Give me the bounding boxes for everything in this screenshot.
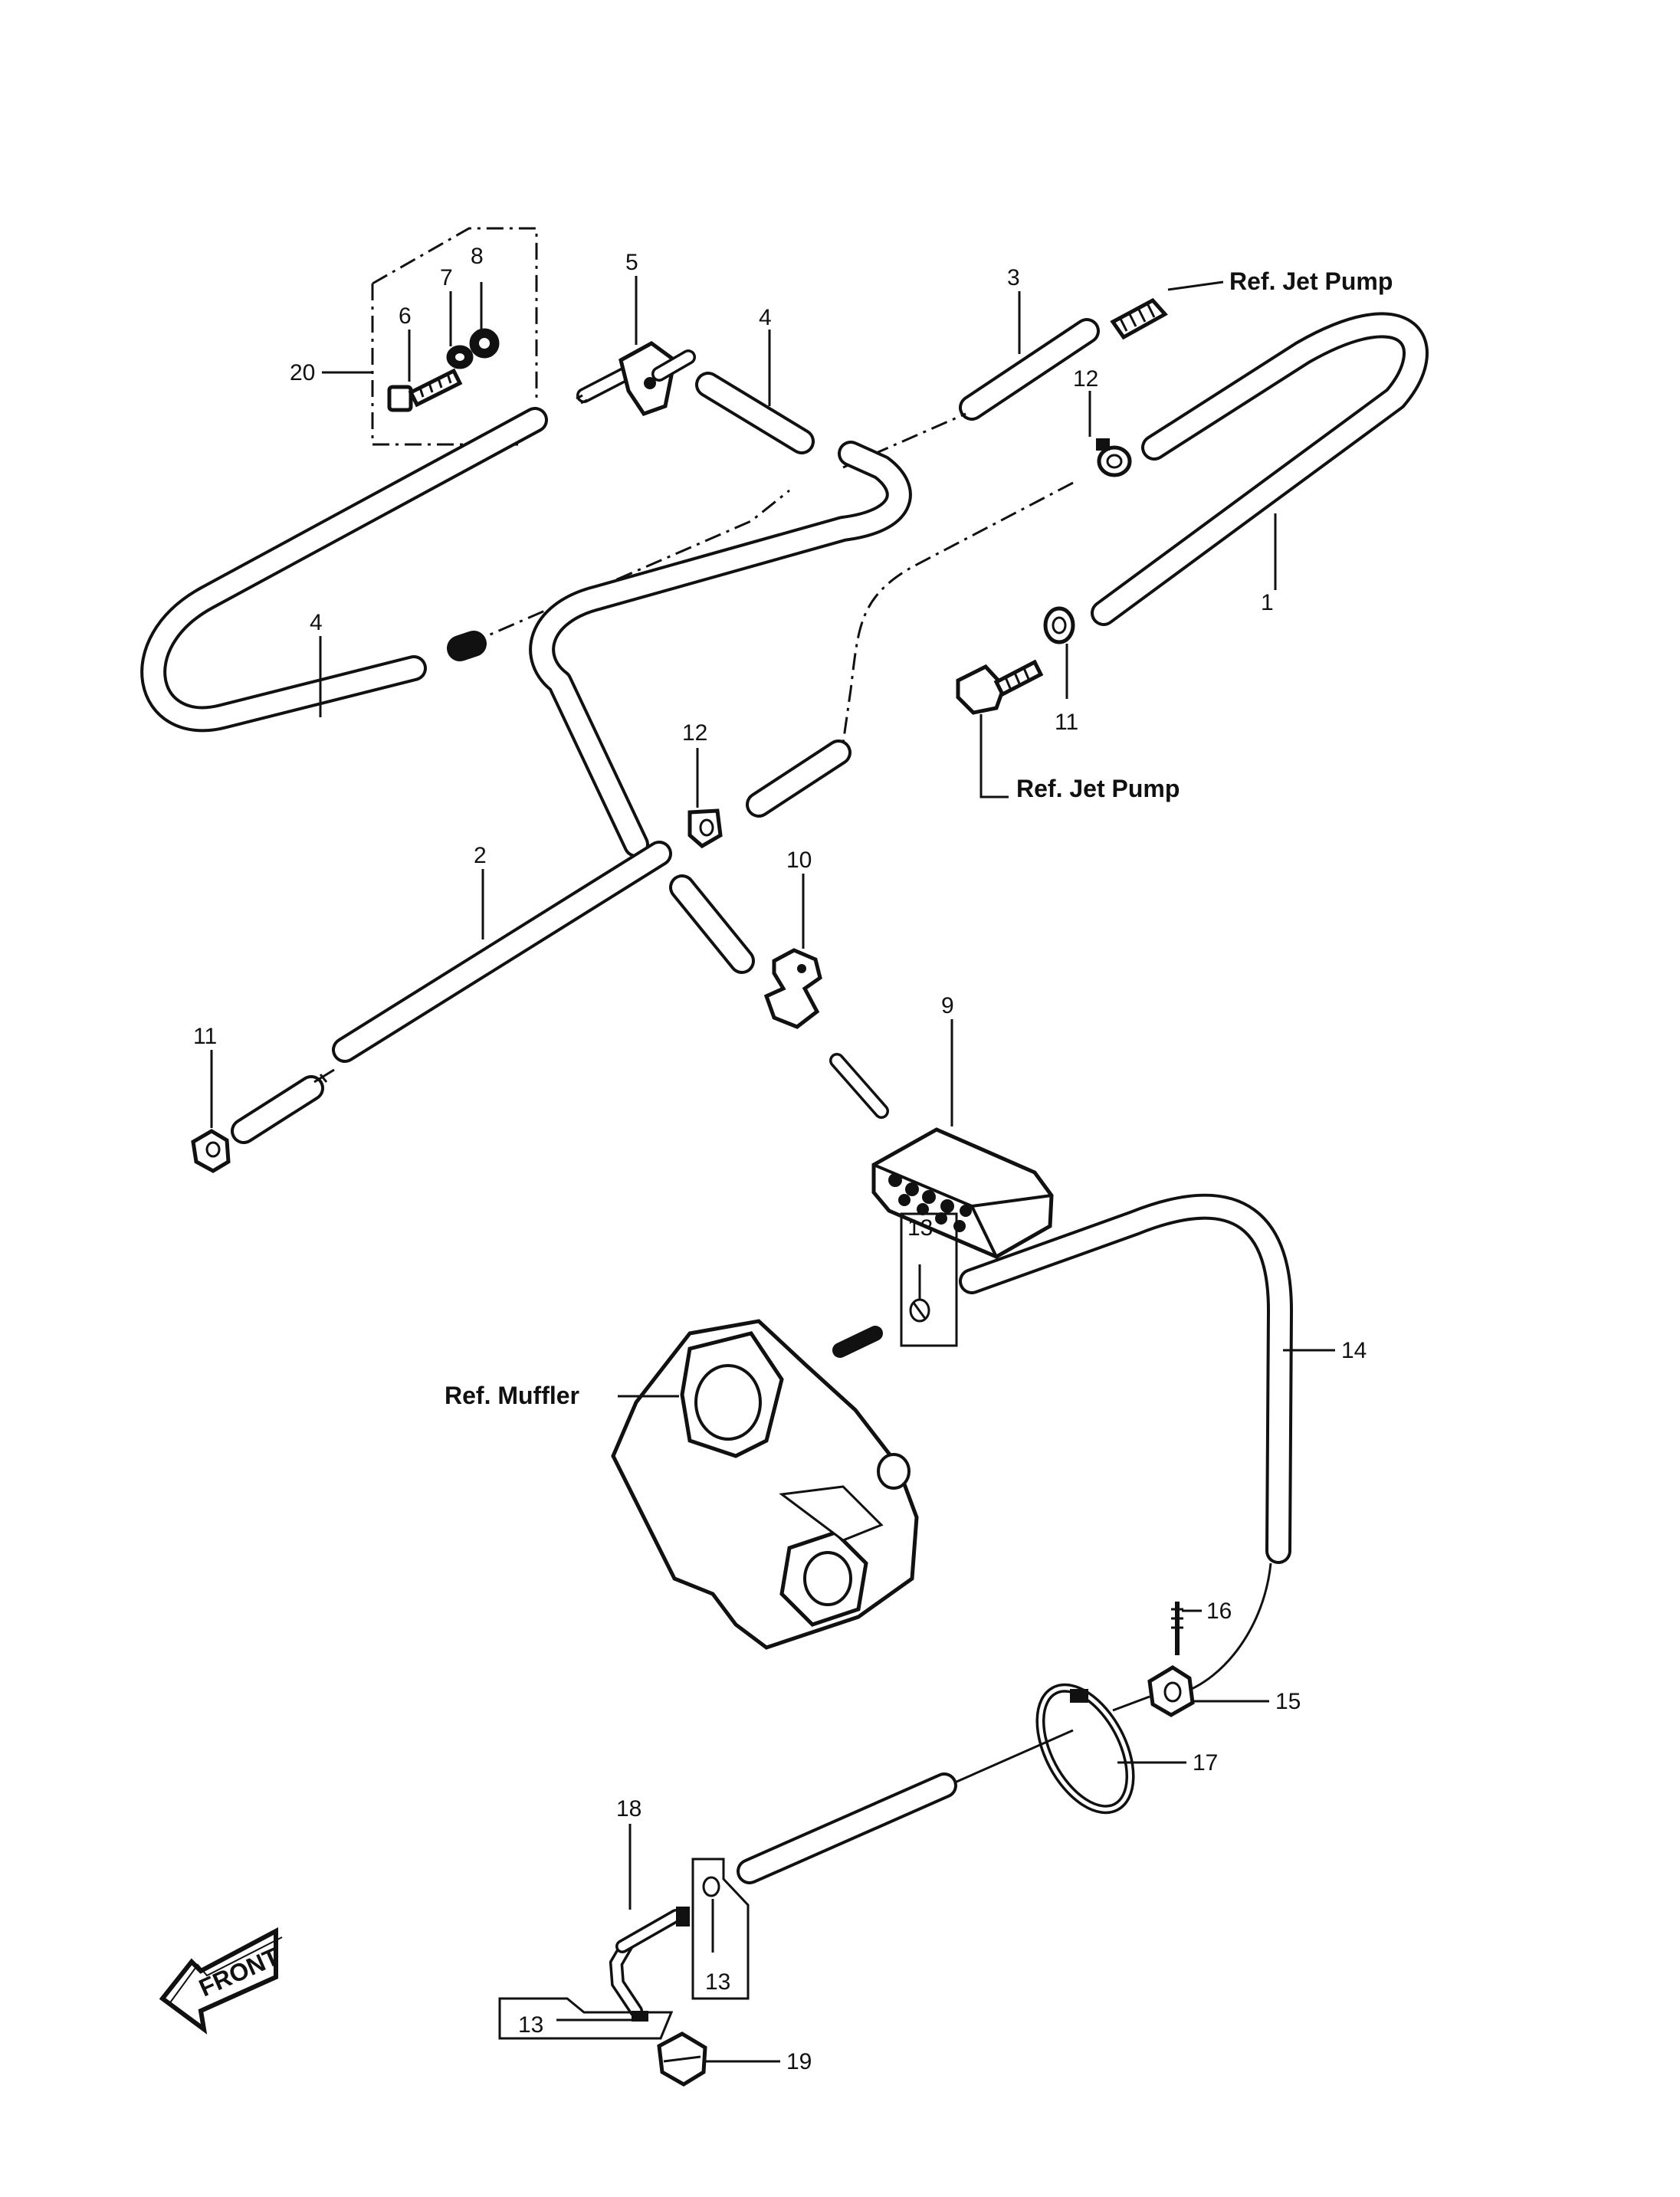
fitting-18 [609, 1824, 690, 2018]
part-number-6: 6 [399, 303, 412, 329]
part-number-13-mid: 13 [907, 1215, 933, 1241]
grommet-13-lower-right [691, 1858, 750, 2000]
bolt-16 [1171, 1602, 1202, 1655]
part-number-13-lower-right: 13 [705, 1969, 730, 1995]
muffler [611, 1319, 919, 1650]
part-number-17: 17 [1193, 1750, 1218, 1776]
part-number-3: 3 [1007, 265, 1020, 290]
hose-2 [332, 841, 672, 1063]
hose-14 [959, 1193, 1335, 1695]
part-number-11-left: 11 [193, 1024, 217, 1049]
part-number-4-upper: 4 [759, 305, 772, 330]
junction-block-9 [829, 1019, 1054, 1259]
grommet-13-lower-left [498, 1997, 674, 2040]
front-direction-arrow: FRONT [159, 1927, 284, 2035]
jet-pump-fitting-mid [956, 659, 1044, 798]
washer-7 [446, 291, 474, 369]
fitting-5 [576, 276, 696, 417]
hose-bend-center [529, 441, 912, 857]
clamp-12-lower [687, 748, 723, 849]
clamp-12-upper [1088, 391, 1132, 477]
part-number-13-lower-left: 13 [518, 2012, 543, 2038]
cap-19 [657, 2031, 780, 2087]
part-number-16: 16 [1206, 1599, 1232, 1624]
fastener-group-bracket [322, 227, 538, 446]
clamp-10 [763, 874, 822, 1029]
part-number-7: 7 [440, 265, 453, 290]
clamp-11-right [1043, 606, 1075, 699]
part-number-8: 8 [471, 244, 484, 269]
part-number-1: 1 [1261, 590, 1274, 615]
part-number-12-lower: 12 [682, 720, 707, 746]
part-number-20: 20 [290, 360, 315, 385]
part-number-4-lower: 4 [310, 610, 323, 635]
ref-jet-pump-top: Ref. Jet Pump [1229, 267, 1393, 295]
part-number-5: 5 [625, 250, 638, 275]
hose-3 [842, 291, 1100, 469]
part-number-19: 19 [786, 2049, 812, 2074]
hose-short-lower-left [231, 1068, 335, 1144]
grommet-13-mid [900, 1212, 958, 1347]
part-number-2: 2 [474, 843, 487, 868]
part-number-18: 18 [616, 1796, 641, 1822]
ref-muffler: Ref. Muffler [445, 1382, 579, 1409]
hose-1-loop [746, 312, 1429, 818]
part-number-11-right: 11 [1055, 710, 1078, 735]
hose-lower [737, 1729, 1074, 1884]
jet-pump-nipple-top [1110, 280, 1224, 340]
part-number-10: 10 [786, 848, 812, 873]
clamp-15 [1147, 1665, 1269, 1717]
part-number-9: 9 [941, 993, 954, 1018]
band-clamp-17 [1035, 1683, 1186, 1815]
hose-4-short [695, 330, 815, 454]
washer-8 [469, 282, 500, 359]
clamp-11-left [191, 1050, 231, 1173]
ref-jet-pump-mid: Ref. Jet Pump [1016, 775, 1180, 802]
part-number-12-upper: 12 [1073, 366, 1098, 392]
part-number-15: 15 [1275, 1689, 1301, 1714]
part-number-14: 14 [1341, 1338, 1367, 1363]
hose-to-clamp-10 [669, 874, 755, 974]
bolt-6 [387, 330, 463, 412]
